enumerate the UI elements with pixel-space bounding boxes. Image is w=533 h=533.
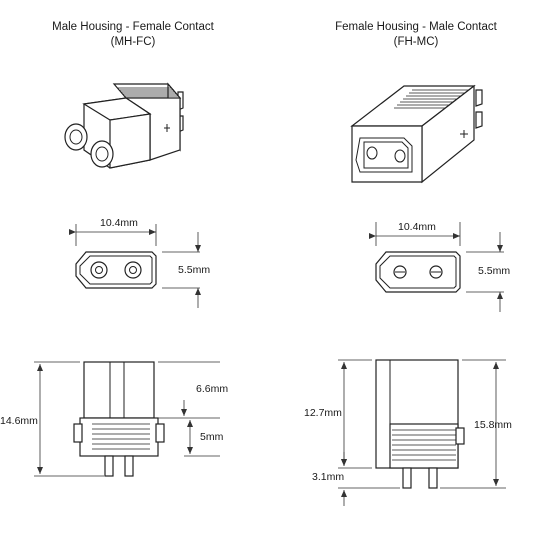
mh-side-lower-label: 5mm: [200, 431, 224, 443]
right-code: (FH-MC): [393, 36, 439, 48]
right-title: Female Housing - Male Contact: [335, 21, 497, 33]
left-title: Male Housing - Female Contact: [52, 21, 214, 33]
mh-fc-isometric-view: [64, 82, 184, 169]
fh-mc-side-view: [338, 359, 506, 506]
fh-side-body-label: 12.7mm: [304, 407, 342, 419]
left-code: (MH-FC): [110, 36, 156, 48]
fh-mc-isometric-view: [350, 84, 483, 184]
mh-fc-side-view: [34, 361, 220, 477]
left-title-block: Male Housing - Female Contact (MH-FC): [13, 20, 253, 50]
mh-front-width-label: 10.4mm: [100, 217, 138, 229]
fh-front-width-label: 10.4mm: [398, 221, 436, 233]
right-title-block: Female Housing - Male Contact (FH-MC): [296, 20, 533, 50]
mh-fc-front-view: [69, 224, 201, 308]
fh-front-height-label: 5.5mm: [478, 265, 510, 277]
fh-side-total-label: 15.8mm: [474, 419, 512, 431]
mh-side-total-label: 14.6mm: [0, 415, 38, 427]
fh-mc-front-view: [369, 222, 504, 312]
fh-side-pin-label: 3.1mm: [312, 471, 344, 483]
mh-front-height-label: 5.5mm: [178, 264, 210, 276]
mh-side-upper-label: 6.6mm: [196, 383, 228, 395]
